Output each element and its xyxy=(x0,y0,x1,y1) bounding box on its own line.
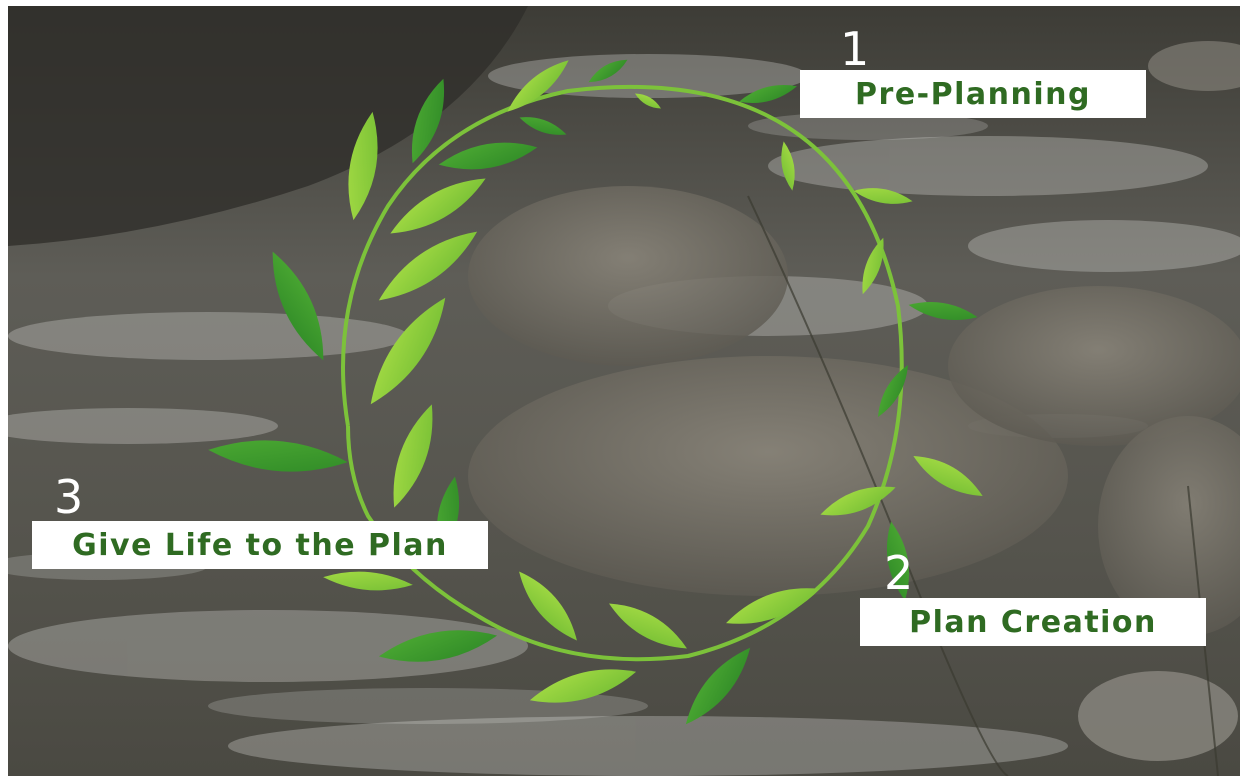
leaf-shape xyxy=(913,456,983,496)
leaf-shape xyxy=(685,647,751,725)
leaf-shape xyxy=(519,117,567,135)
leaf-shape xyxy=(635,93,661,109)
leaf-vine-wreath-image xyxy=(208,59,983,725)
leaf-shape xyxy=(781,141,795,191)
leaf-shape xyxy=(529,669,637,703)
leaf-shape xyxy=(378,630,498,662)
leaf-shape xyxy=(820,486,896,516)
step-3-number: 3 xyxy=(54,470,84,524)
leaf-shape xyxy=(348,111,378,221)
step-1-label: Pre-Planning xyxy=(800,70,1146,118)
step-2-label: Plan Creation xyxy=(860,598,1206,646)
leaf-shape xyxy=(609,603,687,649)
leaf-shape xyxy=(378,231,478,301)
leaf-shape xyxy=(272,251,324,361)
leaf-shape xyxy=(908,301,978,321)
leaf-shape xyxy=(862,237,884,295)
leaf-shape xyxy=(438,142,538,170)
leaf-shape xyxy=(878,365,908,417)
leaf-shape xyxy=(208,440,348,472)
stream-rocks-background-image xyxy=(8,6,1240,776)
leaf-shape xyxy=(507,60,569,112)
leaf-shape xyxy=(519,571,577,641)
leaf-shape xyxy=(739,85,797,103)
step-3-label: Give Life to the Plan xyxy=(32,521,488,569)
leaf-shape xyxy=(370,297,446,405)
step-1-number: 1 xyxy=(840,22,870,76)
leaf-shape xyxy=(411,78,445,164)
leaf-shape xyxy=(323,571,413,591)
step-2-number: 2 xyxy=(884,546,914,600)
leaf-shape xyxy=(390,178,486,234)
leaf-shape xyxy=(886,521,910,601)
leaf-shape xyxy=(588,59,628,83)
leaf-shape xyxy=(853,188,913,204)
leaf-shape xyxy=(726,588,820,624)
slide-scene: 1 Pre-Planning 2 Plan Creation 3 Give Li… xyxy=(8,6,1240,776)
leaf-shape xyxy=(393,404,433,508)
